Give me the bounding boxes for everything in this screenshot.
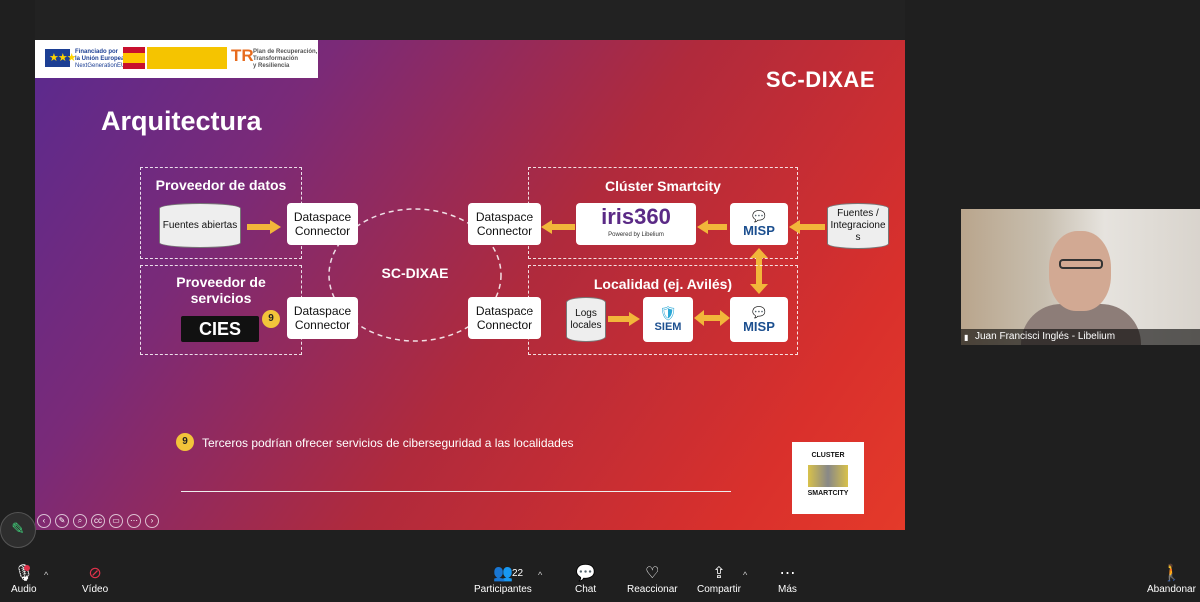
meeting-toolbar: 🎙 Audio ^ ⊘ Vídeo 👥 Participantes 22 ^ 💬… [0,560,1200,602]
dataspace-ring [328,208,502,342]
dataspace-connector-provider-data: Dataspace Connector [287,203,358,245]
leave-button[interactable]: 🚶 Abandonar [1147,565,1196,595]
more-icon: ⋯ [779,565,796,582]
cluster-smartcity-logo: CLUSTER SMARTCITY [792,442,864,514]
pen-icon[interactable]: ✎ [55,514,69,528]
captions-icon[interactable]: cc [91,514,105,528]
video-button[interactable]: ⊘ Vídeo [82,565,109,595]
cies-logo: CIES [181,316,259,342]
participant-face [1049,231,1111,311]
shared-slide: ★★★ Financiado por la Unión Europea Next… [35,40,905,530]
misp-localidad-logo: 💬 MISP [730,297,788,342]
zoom-icon[interactable]: ⌕ [73,514,87,528]
signal-strength-icon: ▮ [964,333,969,342]
integrations-db-icon: Fuentes / Integracione s [827,203,889,249]
leave-icon: 🚶 [1161,565,1182,582]
buildings-icon [808,465,848,487]
chat-button[interactable]: 💬 Chat [575,565,597,595]
video-slide-icon[interactable]: ▭ [109,514,123,528]
prev-slide-icon[interactable]: ‹ [37,514,51,528]
slide-brand: SC-DIXAE [765,67,875,92]
participant-count: 22 [512,568,524,579]
react-button[interactable]: ♡ Reaccionar [627,565,678,595]
footnote-badge: 9 [176,433,194,451]
service-provider-box: Proveedor de servicios [140,265,302,355]
divider [181,491,731,492]
annotation-pen-button[interactable]: ✎ [0,512,36,548]
arrow-left-icon [789,220,825,234]
chat-bubbles-icon: 💬 [752,211,766,223]
footnote-badge: 9 [262,310,280,328]
open-sources-db-icon: Fuentes abiertas [159,203,241,248]
arrow-right-icon [247,220,281,234]
spain-logo-icon [123,47,145,69]
participants-button[interactable]: 👥 Participantes [474,565,532,595]
eu-flag-icon: ★★★ [45,49,77,67]
arrow-right-icon [608,312,640,326]
slide-title: Arquitectura [101,106,262,136]
tr-logo-icon: TR [231,46,254,65]
mic-alert-badge [24,565,30,571]
chat-icon: 💬 [575,565,596,582]
next-slide-icon[interactable]: › [145,514,159,528]
arrow-left-icon [697,220,727,234]
more-options-icon[interactable]: ⋯ [127,514,141,528]
participant-video[interactable]: Juan Francisci Inglés - Libelium ▮ [961,209,1200,345]
audio-caret-icon[interactable]: ^ [44,570,49,580]
share-button[interactable]: ⇪ Compartir [697,565,741,595]
double-arrow-horizontal-icon [694,310,730,326]
localidad-box: Localidad (ej. Avilés) [528,265,798,355]
share-screen-icon: ⇪ [712,565,726,582]
arrow-left-icon [541,220,575,234]
video-off-icon: ⊘ [88,565,102,582]
share-caret-icon[interactable]: ^ [743,570,748,580]
iris360-logo: iris360 Powered by Libelium [576,203,696,245]
funding-logos: ★★★ Financiado por la Unión Europea Next… [35,40,318,78]
more-button[interactable]: ⋯ Más [778,565,797,595]
participants-icon: 👥 [492,565,513,582]
participant-name: Juan Francisci Inglés - Libelium [961,329,1200,345]
glasses-icon [1059,259,1103,269]
misp-cluster-logo: 💬 MISP [730,203,788,245]
footnote-text: Terceros podrían ofrecer servicios de ci… [202,436,574,450]
slide-top-bar [35,0,905,40]
chat-bubbles-icon: 💬 [752,306,766,319]
ministry-logo [147,47,227,69]
dataspace-center-label: SC-DIXAE [381,265,449,281]
heart-icon: ♡ [645,565,660,582]
participants-caret-icon[interactable]: ^ [538,570,543,580]
shield-icon: 🛡 [659,304,677,321]
dataspace-connector-provider-services: Dataspace Connector [287,297,358,339]
siem-logo: 🛡 SIEM [643,297,693,342]
cluster-smartcity-box: Clúster Smartcity [528,167,798,259]
slide-controls: ‹ ✎ ⌕ cc ▭ ⋯ › [35,512,159,530]
double-arrow-vertical-icon [750,248,768,294]
local-logs-db-icon: Logs locales [566,297,606,342]
